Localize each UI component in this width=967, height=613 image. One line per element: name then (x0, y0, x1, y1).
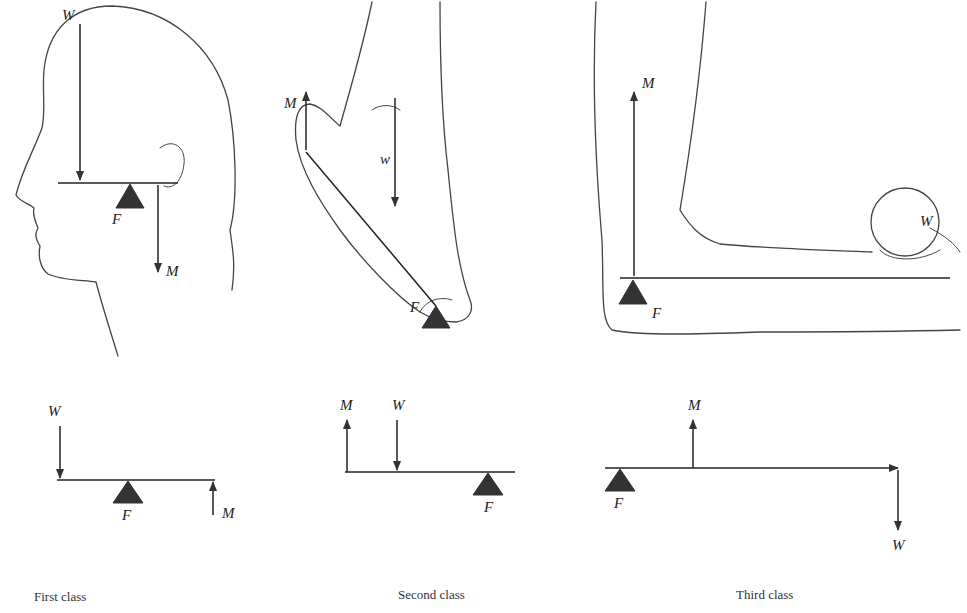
force-label: M (688, 398, 701, 413)
force-label: F (484, 500, 493, 515)
force-label: F (652, 306, 661, 321)
force-label: M (642, 76, 655, 91)
force-label: M (222, 506, 235, 521)
force-label: W (62, 8, 75, 23)
force-label: W (920, 214, 933, 229)
force-label: W (48, 404, 61, 419)
force-label: F (614, 496, 623, 511)
force-label: w (380, 152, 390, 167)
force-label: M (284, 96, 297, 111)
class-caption: Second class (398, 588, 465, 601)
class-caption: First class (34, 590, 86, 603)
force-label: F (410, 300, 419, 315)
force-label: M (166, 264, 179, 279)
force-label: M (340, 398, 353, 413)
force-label: W (892, 538, 905, 553)
force-label: W (392, 398, 405, 413)
class-caption: Third class (736, 588, 793, 601)
force-label: F (112, 212, 121, 227)
force-label: F (122, 508, 131, 523)
